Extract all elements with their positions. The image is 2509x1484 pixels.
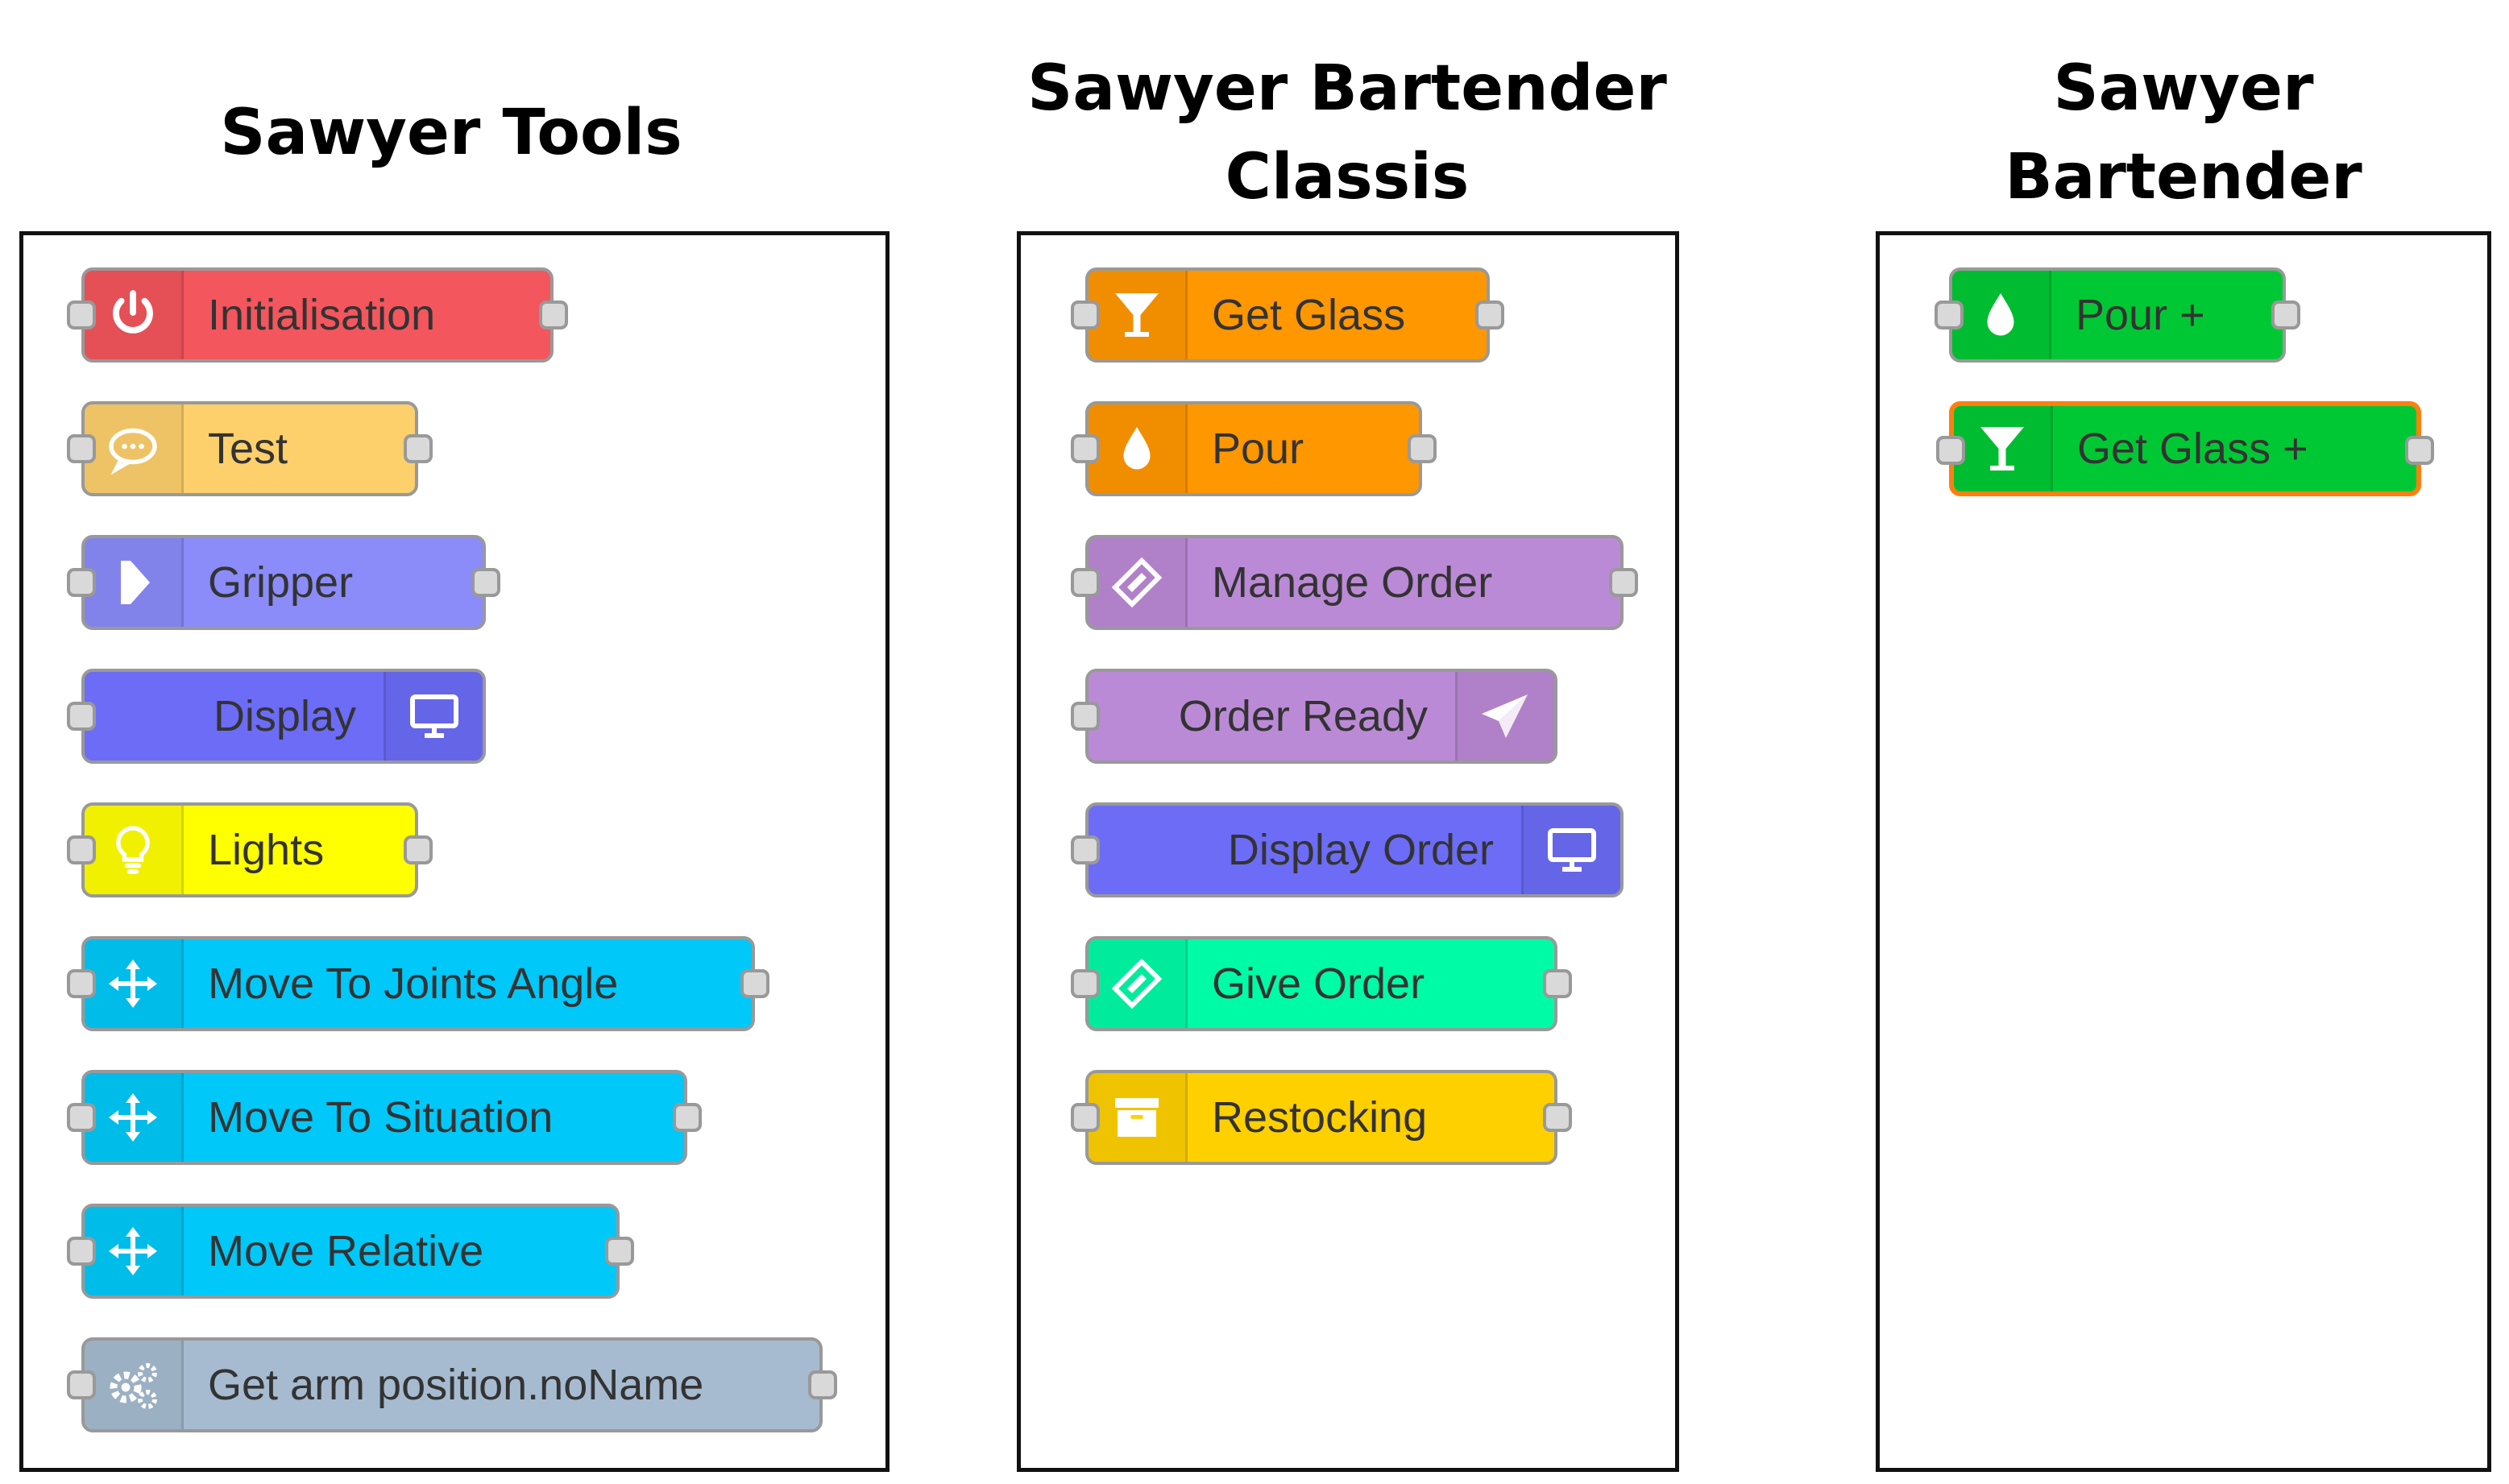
power-icon	[85, 271, 184, 359]
node-label: Get Glass +	[2077, 425, 2308, 473]
node-label: Display	[213, 692, 356, 740]
cocktail-glass-icon	[1089, 271, 1188, 359]
input-port[interactable]	[1071, 434, 1100, 463]
input-port[interactable]	[67, 1103, 96, 1132]
node-lights[interactable]: Lights	[67, 802, 433, 897]
node-label: Move Relative	[208, 1227, 484, 1275]
node-get-arm-position[interactable]: Get arm position.noName	[67, 1337, 837, 1432]
bartender-classis-palette: Get Glass Pour Manage Order Order Ready …	[1017, 231, 1679, 1472]
monitor-icon	[384, 672, 483, 761]
node-move-relative[interactable]: Move Relative	[67, 1204, 634, 1299]
arrow-right-icon	[85, 538, 184, 627]
input-port[interactable]	[67, 702, 96, 731]
move-arrows-icon	[85, 1207, 184, 1295]
gears-icon	[85, 1341, 184, 1429]
sawyer-tools-palette: Initialisation Test Gripper Display Ligh…	[19, 231, 890, 1472]
output-port[interactable]	[1543, 1103, 1572, 1132]
node-test[interactable]: Test	[67, 401, 433, 496]
output-port[interactable]	[471, 568, 500, 597]
output-port[interactable]	[1408, 434, 1437, 463]
sawyer-tools-title: Sawyer Tools	[220, 97, 682, 169]
input-port[interactable]	[67, 434, 96, 463]
input-port[interactable]	[67, 1370, 96, 1399]
input-port[interactable]	[1071, 1103, 1100, 1132]
bartender-classis-title: Sawyer Bartender Classis	[1027, 52, 1667, 213]
output-port[interactable]	[404, 434, 433, 463]
input-port[interactable]	[67, 1237, 96, 1266]
node-label: Get arm position.noName	[208, 1361, 704, 1409]
move-arrows-icon	[85, 939, 184, 1028]
output-port[interactable]	[404, 835, 433, 864]
input-port[interactable]	[1071, 969, 1100, 998]
ticket-icon	[1089, 538, 1188, 627]
output-port[interactable]	[605, 1237, 634, 1266]
node-gripper[interactable]: Gripper	[67, 535, 500, 630]
output-port[interactable]	[740, 969, 769, 998]
input-port[interactable]	[1935, 301, 1964, 330]
node-label: Pour	[1212, 425, 1304, 473]
node-restocking[interactable]: Restocking	[1071, 1070, 1572, 1165]
node-label: Display Order	[1227, 826, 1494, 874]
node-label: Move To Situation	[208, 1093, 554, 1142]
lightbulb-icon	[85, 806, 184, 894]
cocktail-glass-icon	[1954, 406, 2053, 491]
node-display-order[interactable]: Display Order	[1071, 802, 1624, 897]
node-label: Initialisation	[208, 291, 436, 339]
node-label: Pour +	[2076, 291, 2205, 339]
node-label: Order Ready	[1178, 692, 1428, 740]
paper-plane-icon	[1455, 672, 1554, 761]
output-port[interactable]	[2271, 301, 2300, 330]
node-display[interactable]: Display	[67, 669, 486, 764]
node-label: Restocking	[1212, 1093, 1428, 1142]
input-port[interactable]	[67, 835, 96, 864]
node-label: Move To Joints Angle	[208, 960, 619, 1008]
node-move-to-joints-angle[interactable]: Move To Joints Angle	[67, 936, 769, 1031]
input-port[interactable]	[1071, 301, 1100, 330]
output-port[interactable]	[2405, 436, 2434, 465]
node-move-to-situation[interactable]: Move To Situation	[67, 1070, 702, 1165]
node-order-ready[interactable]: Order Ready	[1071, 669, 1557, 764]
droplet-icon	[1952, 271, 2051, 359]
output-port[interactable]	[808, 1370, 837, 1399]
monitor-icon	[1521, 806, 1620, 894]
output-port[interactable]	[673, 1103, 702, 1132]
node-pour-plus[interactable]: Pour +	[1935, 267, 2300, 363]
output-port[interactable]	[1475, 301, 1504, 330]
node-get-glass[interactable]: Get Glass	[1071, 267, 1504, 363]
bartender-advanced-palette: Pour + Get Glass +	[1876, 231, 2491, 1472]
node-manage-order[interactable]: Manage Order	[1071, 535, 1638, 630]
output-port[interactable]	[539, 301, 568, 330]
node-get-glass-plus[interactable]: Get Glass +	[1936, 401, 2434, 496]
input-port[interactable]	[67, 969, 96, 998]
input-port[interactable]	[67, 301, 96, 330]
node-pour[interactable]: Pour	[1071, 401, 1437, 496]
ticket-icon	[1089, 939, 1188, 1028]
node-label: Get Glass	[1212, 291, 1406, 339]
move-arrows-icon	[85, 1073, 184, 1162]
output-port[interactable]	[1609, 568, 1638, 597]
droplet-icon	[1089, 404, 1188, 493]
archive-box-icon	[1089, 1073, 1188, 1162]
input-port[interactable]	[1071, 835, 1100, 864]
node-label: Test	[208, 425, 288, 473]
input-port[interactable]	[1936, 436, 1965, 465]
input-port[interactable]	[1071, 702, 1100, 731]
node-label: Give Order	[1212, 960, 1425, 1008]
node-label: Manage Order	[1212, 558, 1493, 607]
node-label: Gripper	[208, 558, 354, 607]
comment-icon	[85, 404, 184, 493]
node-label: Lights	[208, 826, 325, 874]
node-give-order[interactable]: Give Order	[1071, 936, 1572, 1031]
output-port[interactable]	[1543, 969, 1572, 998]
input-port[interactable]	[67, 568, 96, 597]
input-port[interactable]	[1071, 568, 1100, 597]
node-initialisation[interactable]: Initialisation	[67, 267, 568, 363]
